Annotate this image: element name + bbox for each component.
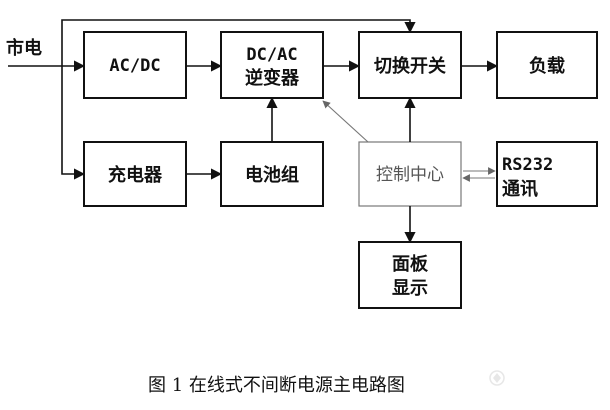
transfer-switch-block: 切换开关 [358, 31, 462, 99]
figure-caption: 图 1 在线式不间断电源主电路图 [148, 375, 405, 396]
battery-pack-block: 电池组 [220, 141, 324, 207]
svg-text:负载: 负载 [529, 55, 565, 77]
svg-text:充电器: 充电器 [108, 164, 163, 186]
load-block: 负载 [496, 31, 598, 99]
acdc-rectifier-block: AC/DC [83, 31, 187, 99]
svg-text:切换开关: 切换开关 [374, 55, 446, 77]
dcac-inverter-block: DC/AC 逆变器 [220, 31, 324, 99]
svg-text:DC/AC: DC/AC [246, 45, 297, 65]
svg-text:显示: 显示 [392, 278, 428, 299]
rs232-comm-block: RS232 通讯 [496, 141, 598, 207]
svg-text:通讯: 通讯 [502, 179, 538, 200]
svg-text:RS232: RS232 [502, 155, 553, 175]
svg-text:电池组: 电池组 [245, 164, 299, 186]
svg-text:AC/DC: AC/DC [109, 56, 160, 76]
control-to-inverter-arrow [322, 100, 369, 143]
svg-text:控制中心: 控制中心 [376, 165, 444, 185]
control-center-block: 控制中心 [358, 141, 462, 207]
svg-text:逆变器: 逆变器 [245, 67, 300, 89]
panel-display-block: 面板 显示 [358, 241, 462, 309]
charger-block: 充电器 [83, 141, 187, 207]
mains-bypass-wire [61, 19, 416, 66]
mains-input-label: 市电 [6, 37, 42, 59]
svg-text:面板: 面板 [392, 253, 429, 275]
mains-trunk-wire [61, 66, 86, 180]
watermark-icon [489, 370, 505, 386]
